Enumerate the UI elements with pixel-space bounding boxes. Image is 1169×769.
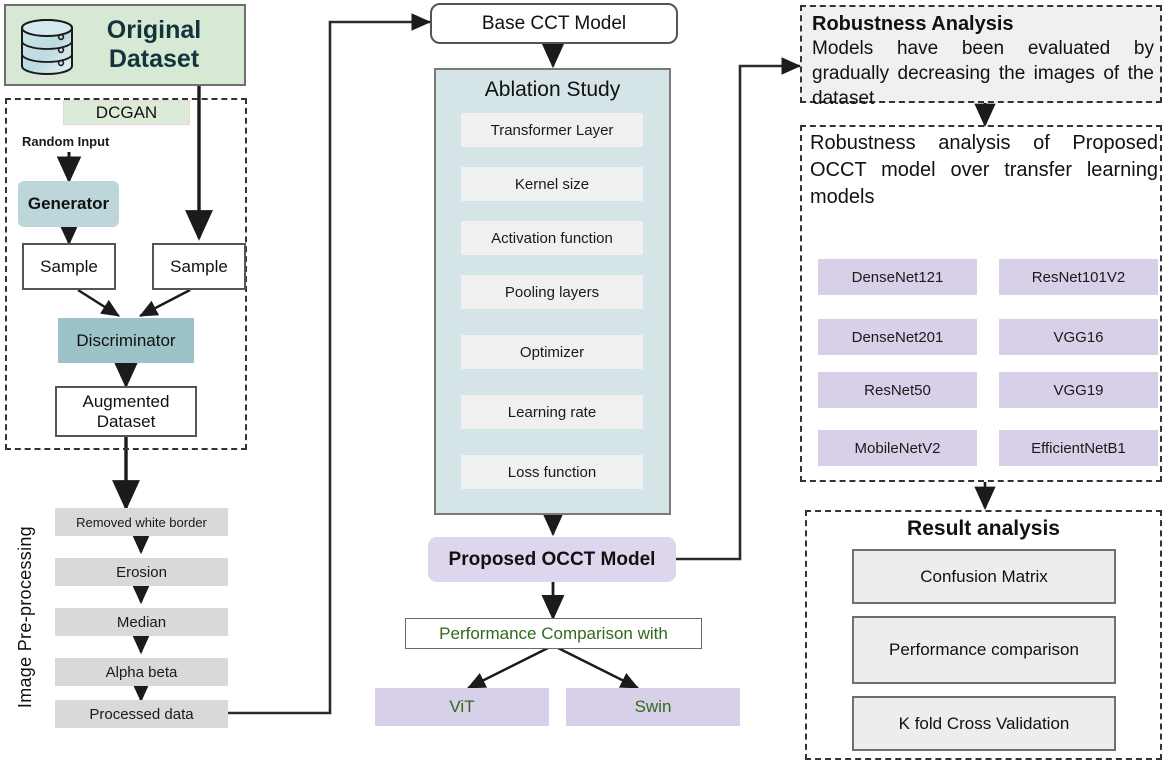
preprocessing-step-label-3: Alpha beta xyxy=(105,663,178,681)
transfer-model-label-l1: DenseNet201 xyxy=(851,328,944,346)
ablation-step-0: Transformer Layer xyxy=(461,113,643,147)
transfer-model-label-r1: VGG16 xyxy=(1053,328,1104,346)
ablation-step-label-1: Kernel size xyxy=(514,175,590,193)
transfer-models-container xyxy=(800,125,1162,482)
robustness-analysis-title: Robustness Analysis xyxy=(812,13,1014,35)
ablation-step-label-4: Optimizer xyxy=(519,343,585,361)
preprocessing-step-label-1: Erosion xyxy=(116,563,167,581)
ablation-study-title: Ablation Study xyxy=(484,78,621,101)
performance-comparison-label: Performance Comparison with xyxy=(439,623,668,643)
discriminator-label: Discriminator xyxy=(76,330,176,350)
ablation-step-5: Learning rate xyxy=(461,395,643,429)
dcgan-label: DCGAN xyxy=(95,102,158,122)
robustness-analysis-body: Models have been evaluated by gradually … xyxy=(812,38,1154,109)
robustness-analysis-text-wrap: Robustness Analysis Models have been eva… xyxy=(812,12,1154,109)
preprocessing-step-label-2: Median xyxy=(116,613,167,631)
transfer-model-resnet50: ResNet50 xyxy=(818,372,977,408)
generator-label: Generator xyxy=(27,194,110,213)
random-input-label: Random Input xyxy=(22,134,110,149)
transfer-model-label-r2: VGG19 xyxy=(1053,381,1104,399)
result-item-label-0: Confusion Matrix xyxy=(920,566,1048,586)
random-input-label-wrap: Random Input xyxy=(22,133,132,153)
generator-box: Generator xyxy=(18,181,119,227)
base-cct-model-label: Base CCT Model xyxy=(481,12,627,34)
preprocessing-step-2: Median xyxy=(55,608,228,636)
performance-comparison-box: Performance Comparison with xyxy=(405,618,702,649)
result-analysis-container xyxy=(805,510,1162,760)
proposed-occt-model-label: Proposed OCCT Model xyxy=(448,548,656,570)
ablation-step-1: Kernel size xyxy=(461,167,643,201)
preprocessing-step-4: Processed data xyxy=(55,700,228,728)
transfer-model-label-r0: ResNet101V2 xyxy=(1031,268,1126,286)
transfer-model-vgg19: VGG19 xyxy=(999,372,1158,408)
augmented-dataset-box: Augmented Dataset xyxy=(55,386,197,437)
ablation-step-4: Optimizer xyxy=(461,335,643,369)
augmented-dataset-line1: Augmented xyxy=(82,391,170,411)
image-preprocessing-side-label-wrap: Image Pre-processing xyxy=(10,505,40,730)
ablation-step-6: Loss function xyxy=(461,455,643,489)
image-preprocessing-side-label: Image Pre-processing xyxy=(14,526,35,709)
result-analysis-title: Result analysis xyxy=(907,517,1060,540)
original-dataset-label: Original Dataset xyxy=(106,16,202,73)
discriminator-box: Discriminator xyxy=(58,318,194,363)
database-cylinder-icon xyxy=(16,16,78,78)
result-item-label-2: K fold Cross Validation xyxy=(898,713,1070,733)
transfer-model-efficientnetb1: EfficientNetB1 xyxy=(999,430,1158,466)
transfer-model-densenet201: DenseNet201 xyxy=(818,319,977,355)
sample-right-label: Sample xyxy=(170,256,228,276)
comparison-model-swin: Swin xyxy=(566,688,740,726)
comparison-model-swin-label: Swin xyxy=(634,697,672,716)
ablation-step-label-6: Loss function xyxy=(507,463,597,481)
original-dataset-box: Original Dataset xyxy=(4,4,246,86)
result-item-confusion-matrix: Confusion Matrix xyxy=(852,549,1116,604)
ablation-study-title-wrap: Ablation Study xyxy=(434,74,671,106)
transfer-model-label-l0: DenseNet121 xyxy=(851,268,944,286)
result-item-kfold: K fold Cross Validation xyxy=(852,696,1116,751)
dcgan-label-box: DCGAN xyxy=(63,100,190,125)
preprocessing-step-label-0: Removed white border xyxy=(76,514,207,530)
ablation-step-2: Activation function xyxy=(461,221,643,255)
ablation-step-label-5: Learning rate xyxy=(507,403,597,421)
transfer-model-vgg16: VGG16 xyxy=(999,319,1158,355)
robustness-analysis-container xyxy=(800,5,1162,103)
preprocessing-step-3: Alpha beta xyxy=(55,658,228,686)
ablation-step-3: Pooling layers xyxy=(461,275,643,309)
transfer-model-label-l2: ResNet50 xyxy=(864,381,931,399)
transfer-model-mobilenetv2: MobileNetV2 xyxy=(818,430,977,466)
preprocessing-step-1: Erosion xyxy=(55,558,228,586)
ablation-step-label-2: Activation function xyxy=(491,229,613,247)
dcgan-container xyxy=(5,98,247,450)
sample-right-box: Sample xyxy=(152,243,246,290)
result-item-label-1: Performance comparison xyxy=(889,640,1079,659)
ablation-step-label-3: Pooling layers xyxy=(504,283,600,301)
ablation-step-label-0: Transformer Layer xyxy=(490,121,614,139)
transfer-model-resnet101v2: ResNet101V2 xyxy=(999,259,1158,295)
transfer-heading: Robustness analysis of Proposed OCCT mod… xyxy=(810,132,1158,208)
base-cct-model-box: Base CCT Model xyxy=(430,3,678,44)
comparison-model-vit-label: ViT xyxy=(449,697,475,716)
transfer-heading-wrap: Robustness analysis of Proposed OCCT mod… xyxy=(810,130,1158,212)
preprocessing-step-0: Removed white border xyxy=(55,508,228,536)
sample-left-label: Sample xyxy=(40,256,98,276)
transfer-model-label-r3: EfficientNetB1 xyxy=(1031,439,1126,457)
transfer-model-densenet121: DenseNet121 xyxy=(818,259,977,295)
comparison-model-vit: ViT xyxy=(375,688,549,726)
augmented-dataset-line2: Dataset xyxy=(96,411,156,431)
sample-left-box: Sample xyxy=(22,243,116,290)
proposed-occt-model-box: Proposed OCCT Model xyxy=(428,537,676,582)
preprocessing-step-label-4: Processed data xyxy=(89,705,194,723)
transfer-model-label-l3: MobileNetV2 xyxy=(854,439,941,457)
result-analysis-title-wrap: Result analysis xyxy=(805,514,1162,544)
result-item-performance-comparison: Performance comparison xyxy=(852,616,1116,684)
